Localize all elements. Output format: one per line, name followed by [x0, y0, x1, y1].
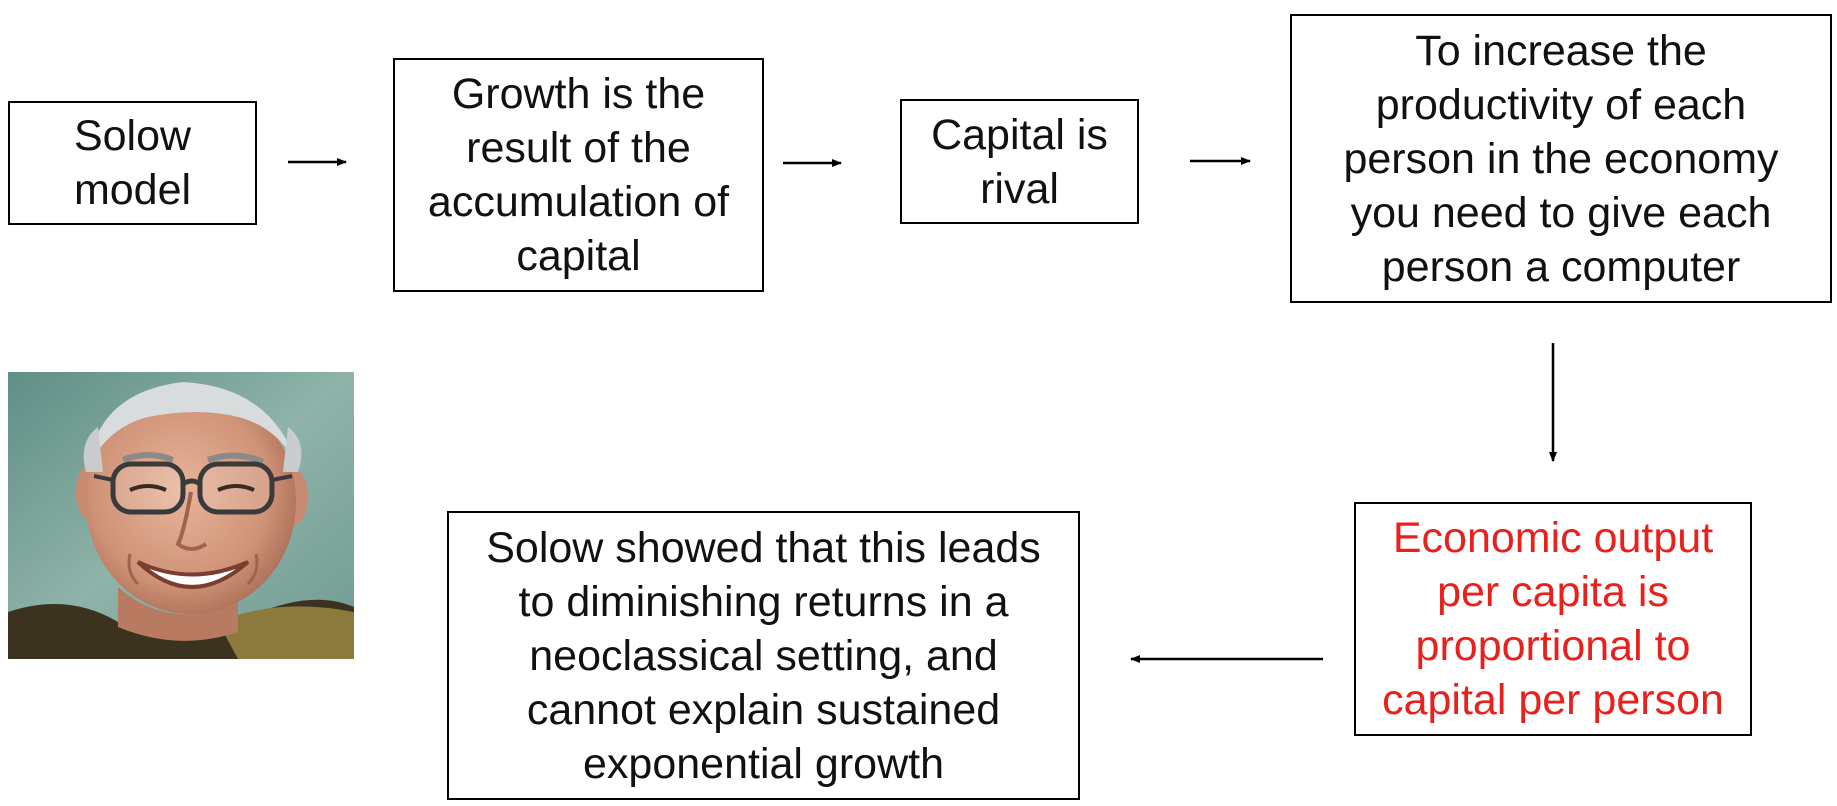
node-output-proportional-label: Economic output per capita is proportion… — [1382, 514, 1724, 724]
node-capital-rival-label: Capital is rival — [931, 110, 1108, 213]
node-output-proportional: Economic output per capita is proportion… — [1354, 502, 1752, 736]
node-productivity-computer: To increase the productivity of each per… — [1290, 14, 1832, 303]
node-diminishing-returns: Solow showed that this leads to diminish… — [447, 511, 1080, 800]
node-diminishing-returns-label: Solow showed that this leads to diminish… — [486, 523, 1041, 788]
node-solow-model-label: Solow model — [73, 112, 192, 214]
node-solow-model: Solow model — [8, 101, 257, 225]
node-growth-accumulation-label: Growth is the result of the accumulation… — [427, 70, 730, 280]
node-productivity-computer-label: To increase the productivity of each per… — [1343, 26, 1779, 291]
node-growth-accumulation: Growth is the result of the accumulation… — [393, 58, 764, 292]
person-portrait-icon — [8, 372, 354, 659]
portrait-photo — [8, 372, 354, 659]
node-capital-rival: Capital is rival — [900, 99, 1139, 224]
